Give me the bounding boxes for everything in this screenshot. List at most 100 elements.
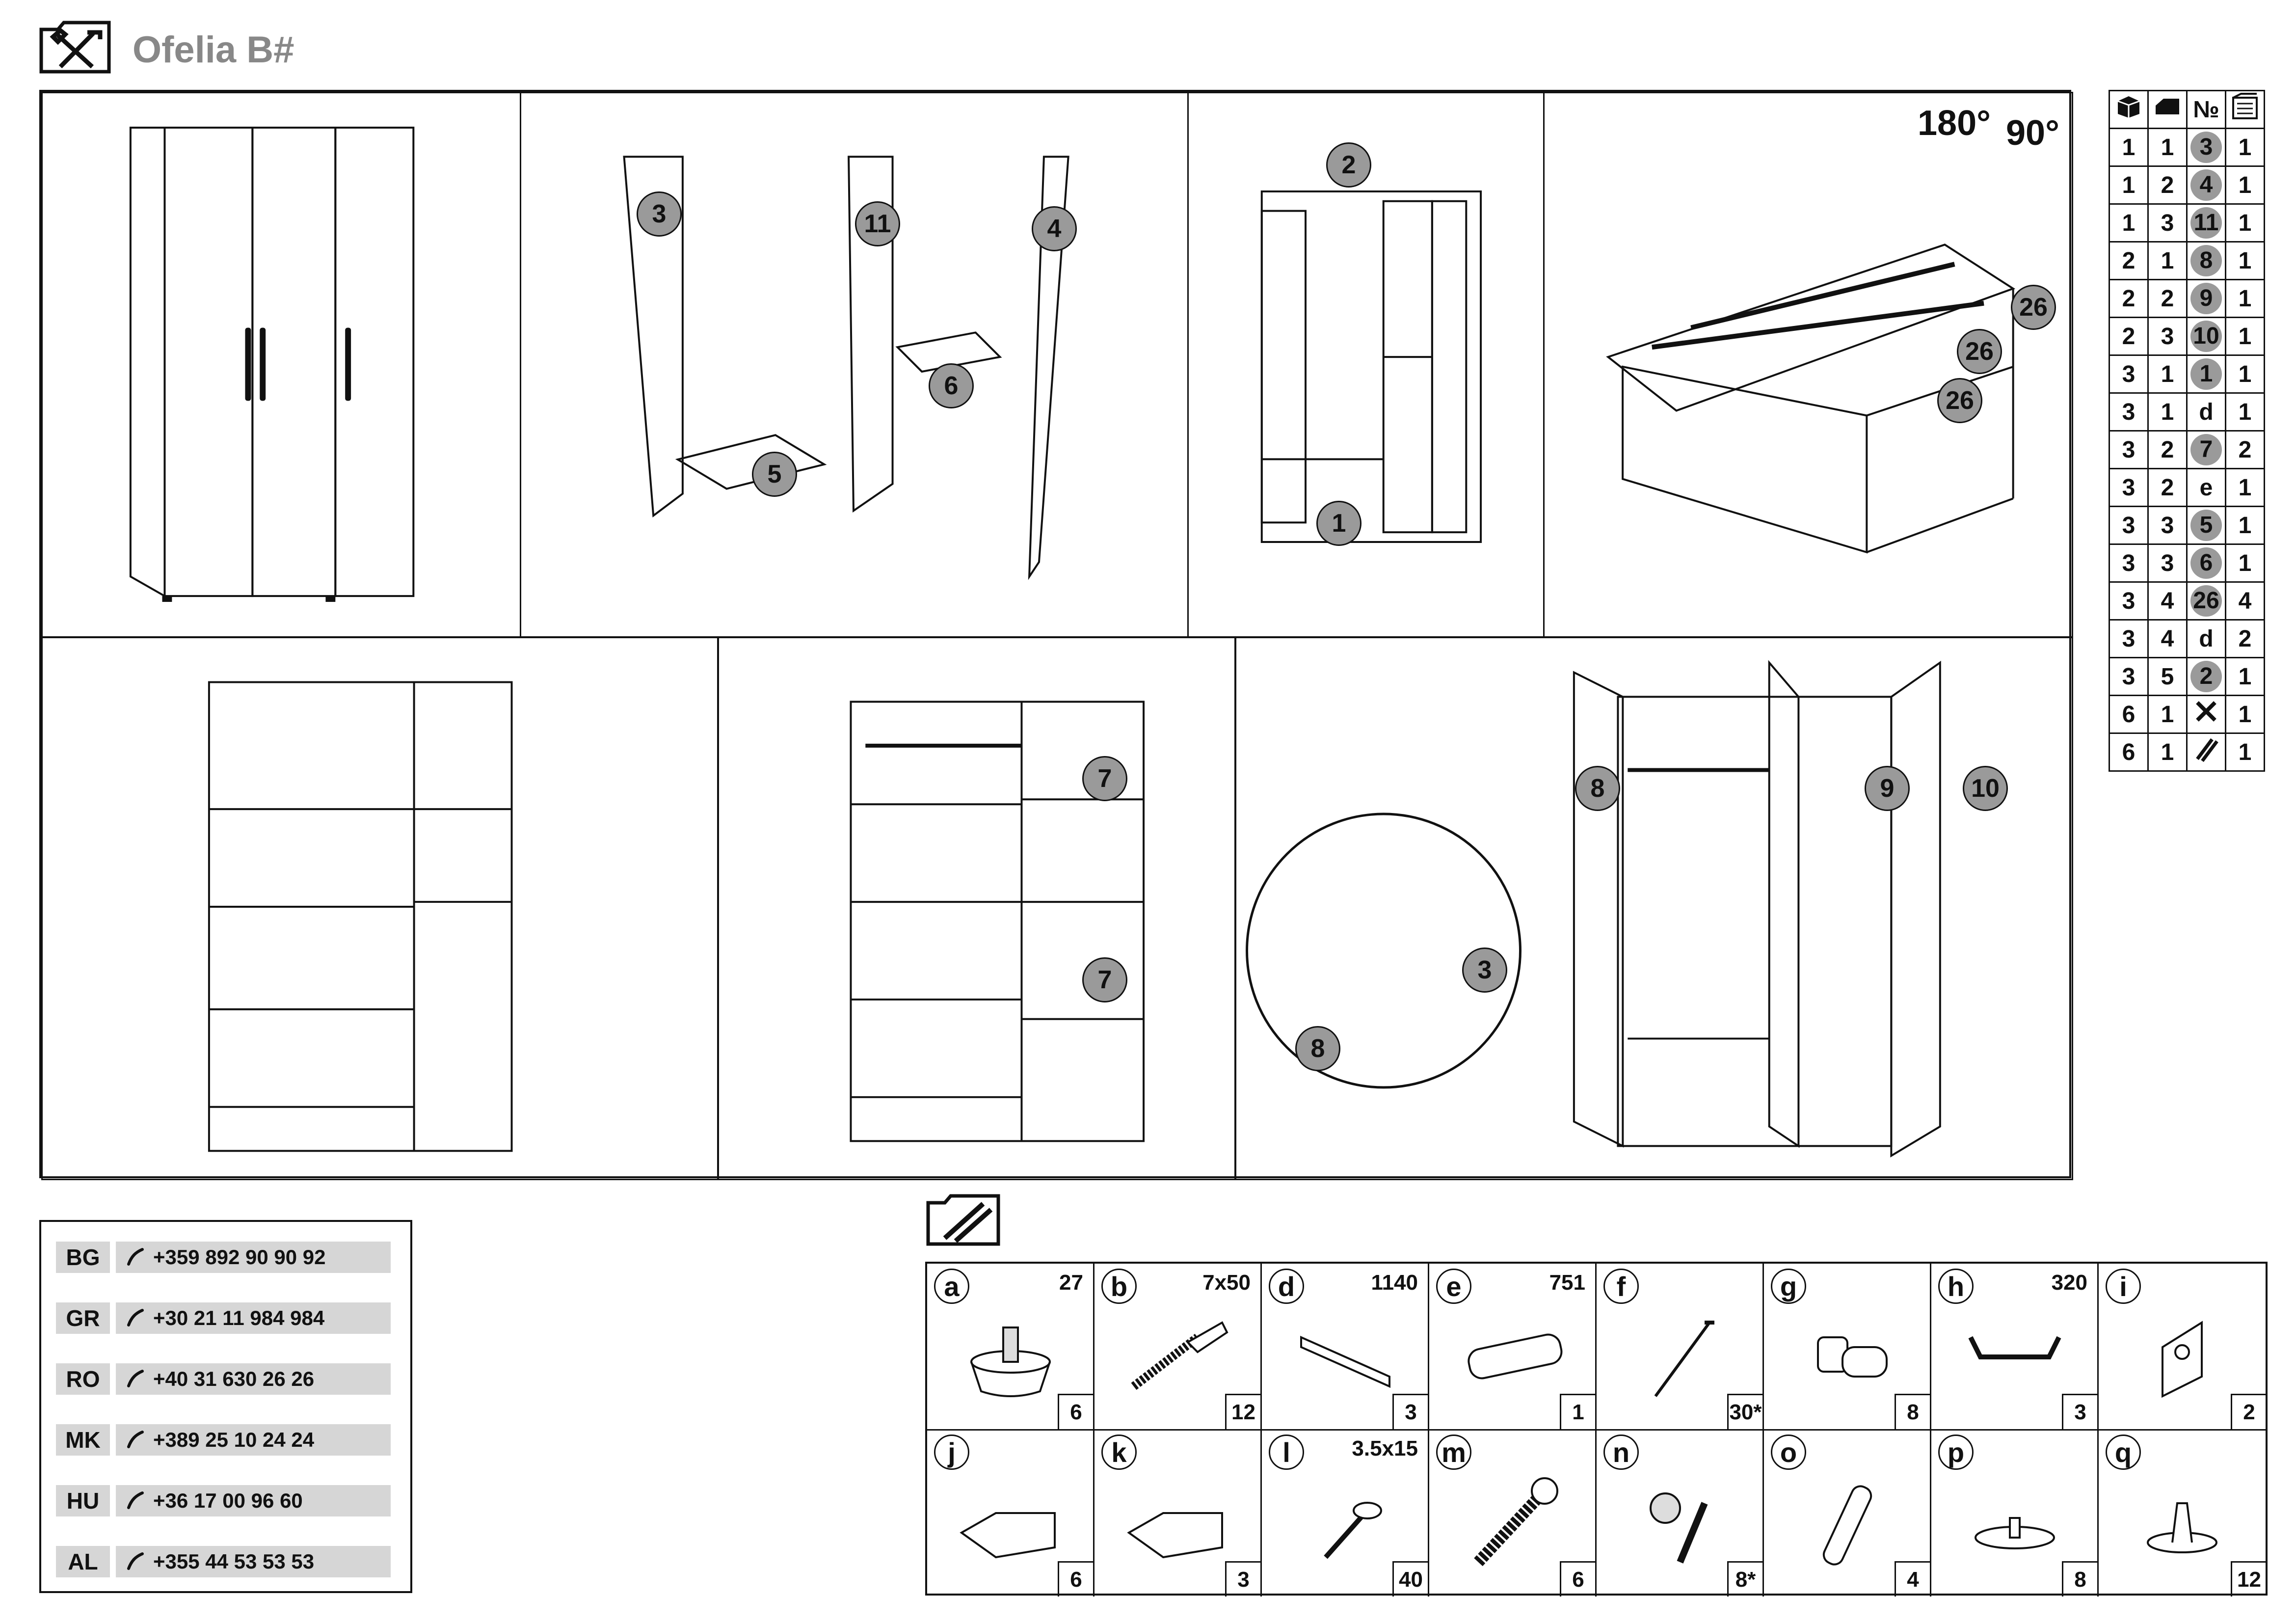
tools-icon — [39, 21, 111, 74]
pack-number: 2 — [2147, 165, 2188, 205]
panel-badge: 3 — [1462, 947, 1507, 993]
phone-number[interactable]: +359 892 90 90 92 — [116, 1242, 391, 1273]
box-number: 3 — [2109, 619, 2149, 658]
hardware-d-icon — [1300, 1335, 1390, 1388]
hardware-letter: m — [1436, 1435, 1471, 1470]
phone-icon — [127, 1370, 144, 1387]
hardware-letter: h — [1938, 1269, 1974, 1304]
pack-number: 2 — [2147, 468, 2188, 507]
part-number-badge: 4 — [2190, 169, 2222, 201]
contact-row: GR +30 21 11 984 984 — [56, 1302, 391, 1334]
box-number: 2 — [2109, 279, 2149, 318]
panel-badge: 4 — [1032, 206, 1077, 251]
panel-badge: 26 — [1937, 378, 1982, 423]
hardware-i-icon — [2162, 1321, 2203, 1398]
part-qty: 1 — [2225, 543, 2265, 583]
step-7-doors: 8 9 10 3 8 — [1235, 637, 2073, 1180]
contact-row: AL +355 44 53 53 53 — [56, 1546, 391, 1577]
part-qty: 2 — [2225, 619, 2265, 658]
phone-number[interactable]: +40 31 630 26 26 — [116, 1363, 391, 1395]
part-number-badge: 1 — [2190, 358, 2222, 390]
pack-number: 5 — [2147, 657, 2188, 696]
hardware-size: 7x50 — [1202, 1271, 1251, 1295]
door-badge: 9 — [1865, 766, 1910, 811]
step-1-overview — [41, 92, 521, 638]
part-qty: 1 — [2225, 203, 2265, 243]
part-qty: 1 — [2225, 354, 2265, 394]
hardware-letter: o — [1771, 1435, 1806, 1470]
phone-number-text: +355 44 53 53 53 — [153, 1550, 315, 1573]
contact-row: BG+359 892 90 90 92 — [56, 1242, 391, 1273]
phone-number-text: +30 21 11 984 984 — [153, 1306, 325, 1329]
country-code: AL — [56, 1546, 110, 1577]
part-number: 6 — [2186, 543, 2226, 583]
hardware-g-icon — [1817, 1336, 1888, 1378]
hardware-a-icon — [970, 1326, 1051, 1397]
box-number: 2 — [2109, 241, 2149, 280]
part-number: 4 — [2186, 165, 2226, 205]
phone-number[interactable]: +30 21 11 984 984 — [116, 1302, 391, 1334]
hardware-qty: 3 — [1225, 1561, 1260, 1597]
hardware-qty: 4 — [1895, 1561, 1930, 1597]
phone-number[interactable]: +355 44 53 53 53 — [116, 1546, 391, 1577]
part-number-badge: 6 — [2190, 547, 2222, 579]
country-code: BG — [56, 1242, 110, 1273]
hardware-n-icon — [1650, 1492, 1708, 1564]
pack-number: 1 — [2147, 732, 2188, 772]
box-icon — [2109, 90, 2149, 129]
hardware-h-icon — [1968, 1336, 2061, 1359]
contact-row: MK+389 25 10 24 24 — [56, 1424, 391, 1456]
box-number: 6 — [2109, 695, 2149, 734]
pack-number: 1 — [2147, 128, 2188, 167]
country-code: GR — [56, 1302, 110, 1334]
part-number: 7 — [2186, 430, 2226, 469]
box-number: 3 — [2109, 543, 2149, 583]
part-number: d — [2186, 619, 2226, 658]
part-qty: 4 — [2225, 581, 2265, 621]
hardware-qty: 30* — [1727, 1394, 1762, 1429]
box-number: 3 — [2109, 430, 2149, 469]
contact-row: RO+40 31 630 26 26 — [56, 1363, 391, 1395]
phone-number[interactable]: +36 17 00 96 60 — [116, 1485, 391, 1516]
contact-row: HU+36 17 00 96 60 — [56, 1485, 391, 1516]
pack-number: 3 — [2147, 203, 2188, 243]
part-number: 1 — [2186, 354, 2226, 394]
hardware-icon — [926, 1194, 1000, 1246]
phone-icon — [127, 1431, 144, 1448]
box-number: 3 — [2109, 581, 2149, 621]
phone-number[interactable]: +389 25 10 24 24 — [116, 1424, 391, 1456]
country-code: MK — [56, 1424, 110, 1456]
part-qty: 1 — [2225, 317, 2265, 356]
phone-icon — [127, 1491, 144, 1509]
hardware-size: 751 — [1549, 1271, 1585, 1295]
box-number: 3 — [2109, 506, 2149, 545]
part-number-badge: 26 — [2190, 585, 2222, 617]
hardware-qty: 6 — [1058, 1394, 1093, 1429]
part-qty: 1 — [2225, 165, 2265, 205]
part-number: 9 — [2186, 279, 2226, 318]
pack-number: 1 — [2147, 392, 2188, 432]
hardware-letter: n — [1603, 1435, 1639, 1470]
pack-number: 1 — [2147, 354, 2188, 394]
part-number: 3 — [2186, 128, 2226, 167]
phone-number-text: +40 31 630 26 26 — [153, 1367, 315, 1390]
pack-number: 3 — [2147, 317, 2188, 356]
panel-badge: 6 — [929, 363, 974, 408]
